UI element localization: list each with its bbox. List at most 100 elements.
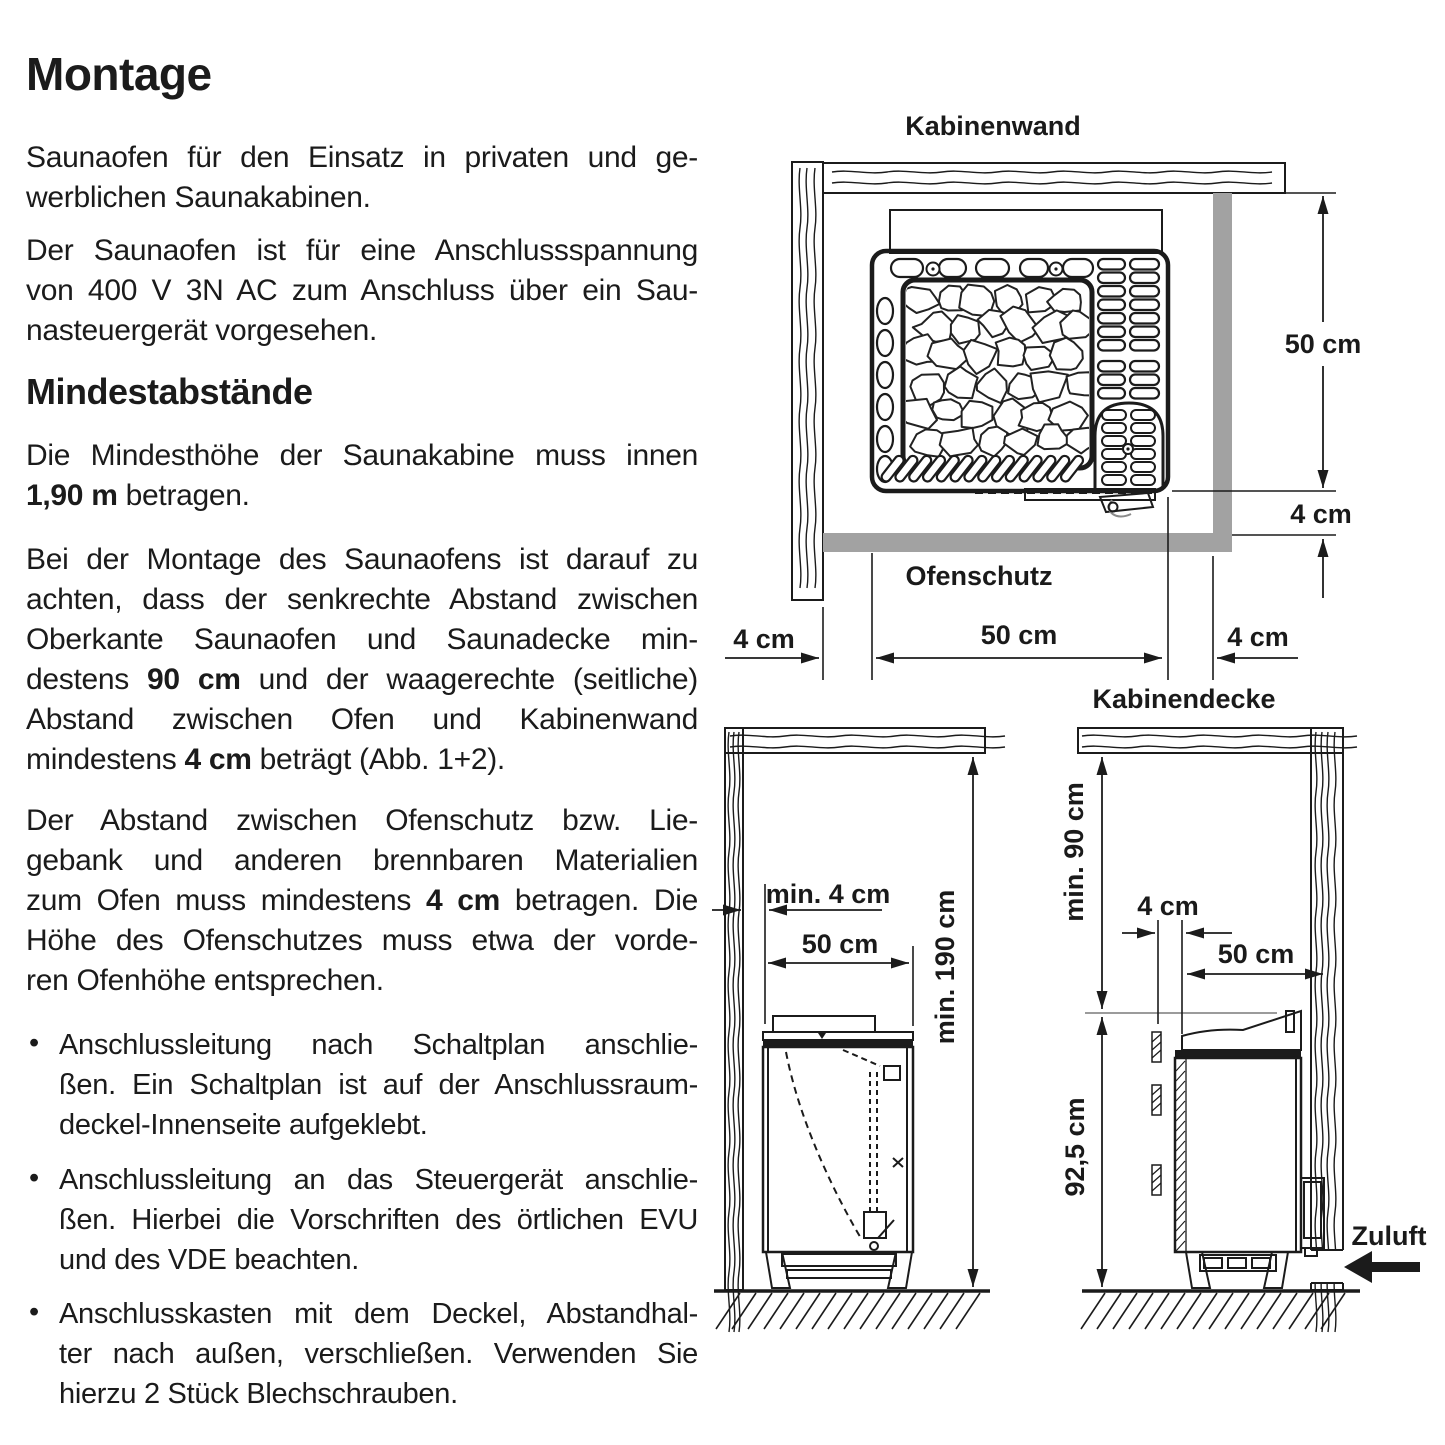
text-segment: mindestens xyxy=(26,743,185,776)
fig1-ofenschutz-label: Ofenschutz xyxy=(905,561,1052,591)
panel-hatch xyxy=(1175,1220,1186,1232)
hatch-line xyxy=(907,1292,933,1330)
text-line: ren Ofenhöhe entsprechen. xyxy=(26,961,698,1001)
text-segment: und der waagerechte (seitliche) xyxy=(240,663,699,696)
vent-slot xyxy=(1096,325,1127,339)
text-line: Anschlusskasten mit dem Deckel, Abstandh… xyxy=(59,1294,698,1334)
lid-notch xyxy=(818,1033,826,1039)
vent-slot xyxy=(1130,422,1156,434)
fig1-top-view: Kabinenwand xyxy=(725,111,1361,680)
bold-text: 90 cm xyxy=(147,663,241,696)
vent-slot xyxy=(875,360,895,390)
text-line: mindestens 4 cm beträgt (Abb. 1+2). xyxy=(26,740,698,780)
vent-slot xyxy=(1128,271,1161,285)
stone xyxy=(960,399,994,429)
wood-grain xyxy=(798,167,1273,589)
panel-hatch xyxy=(1175,1080,1186,1092)
panel-hatch xyxy=(1175,1190,1186,1202)
fig3-dim-min90cm: min. 90 cm xyxy=(1059,782,1089,922)
heater-leg xyxy=(1262,1251,1290,1289)
arrowhead-icon xyxy=(801,652,819,664)
heater-body xyxy=(761,1045,915,1254)
vent-slot xyxy=(1101,435,1127,447)
hatch-line xyxy=(875,1292,901,1330)
board-hatch xyxy=(1151,1049,1162,1059)
board-hatch xyxy=(1151,1041,1162,1051)
bold-text: 1,90 m xyxy=(26,479,118,512)
text-segment: von 400 V 3N AC zum Anschluss über ein S… xyxy=(26,274,698,307)
fig2-ceiling xyxy=(724,727,986,754)
page-title: Montage xyxy=(26,48,212,100)
hatch-line xyxy=(747,1292,773,1330)
arrowhead-icon xyxy=(768,957,786,969)
fig1-back-panel xyxy=(889,209,1163,254)
bullet-item: •Anschlussleitung an das Steuergerät ans… xyxy=(26,1160,698,1280)
screw-icon xyxy=(1054,267,1058,271)
hatch-line xyxy=(1224,1292,1250,1330)
fig1-extension-lines xyxy=(822,192,1336,680)
vent-slot xyxy=(1128,359,1161,373)
vent-slot xyxy=(1128,311,1161,325)
figure-area: Kabinenwand xyxy=(690,96,1445,1346)
vent-slot xyxy=(1096,338,1127,352)
front-panel-hatch xyxy=(1175,1058,1187,1252)
arrowhead-icon xyxy=(967,1269,979,1287)
grain-line xyxy=(805,167,809,589)
panel-hatch xyxy=(1175,1230,1186,1242)
arrowhead-icon xyxy=(1217,652,1235,664)
installation-diagrams: Kabinenwand xyxy=(712,111,1426,1333)
text-line: gebank und anderen brennbaren Materialie… xyxy=(26,841,698,881)
stone xyxy=(909,428,947,458)
stone xyxy=(1065,426,1089,455)
arrowhead-icon xyxy=(1317,196,1329,214)
panel-hatch xyxy=(1175,1180,1186,1192)
vent-slot xyxy=(875,392,895,422)
grain-line xyxy=(831,181,1273,185)
vent-slot xyxy=(1101,422,1127,434)
arrowhead-icon xyxy=(1096,1017,1108,1035)
text-line: zum Ofen muss mindestens 4 cm betragen. … xyxy=(26,881,698,921)
vent-slots xyxy=(875,257,1161,484)
grain-line xyxy=(1320,731,1324,1333)
vent-slot xyxy=(889,257,925,279)
connection-box-inner xyxy=(1303,1181,1322,1239)
text-segment: deckel-Innenseite aufgeklebt. xyxy=(59,1109,428,1141)
text-line: deckel-Innenseite aufgeklebt. xyxy=(59,1105,698,1145)
element-base xyxy=(863,1211,887,1239)
text-line: Oberkante Saunaofen und Saunadecke min- xyxy=(26,620,698,660)
dashed-detail xyxy=(842,1049,881,1067)
text-line: Anschlussleitung an das Steuergerät ansc… xyxy=(59,1160,698,1200)
text-segment: destens xyxy=(26,663,148,696)
vent-slot xyxy=(1096,311,1127,325)
text-segment: ßen. Hierbei die Vorschriften des örtlic… xyxy=(59,1204,698,1236)
connection-box-flap xyxy=(1098,491,1155,514)
vent-slot xyxy=(1130,474,1156,486)
stone xyxy=(1065,371,1089,397)
section-heading: Mindestabstände xyxy=(26,371,313,412)
arrowhead-icon xyxy=(967,757,979,775)
vent-slot xyxy=(1096,373,1127,387)
fig1-heater-frame xyxy=(869,248,1171,494)
text-segment: Der Abstand zwischen Ofenschutz bzw. Lie… xyxy=(26,804,698,837)
arrowhead-icon xyxy=(1096,1269,1108,1287)
panel-hatch xyxy=(1175,1090,1186,1102)
stone xyxy=(1048,336,1084,371)
arrowhead-icon xyxy=(876,652,894,664)
leg-rail xyxy=(786,1269,892,1279)
hatch-line xyxy=(891,1292,917,1330)
text-segment: nasteuergerät vorgesehen. xyxy=(26,314,378,347)
fig2-dimension-arrows xyxy=(712,757,979,1287)
vent-slot xyxy=(1059,454,1085,483)
air-supply-arrow-icon xyxy=(1344,1251,1420,1283)
arrowhead-icon xyxy=(723,904,741,916)
paragraph: Saunaofen für den Einsatz in privaten un… xyxy=(26,138,698,218)
text-line: von 400 V 3N AC zum Anschluss über ein S… xyxy=(26,271,698,311)
stone xyxy=(975,367,1008,405)
ofenschutz-board-section xyxy=(1151,1031,1162,1196)
fig2-dim-min190cm: min. 190 cm xyxy=(930,890,960,1045)
vent-slot xyxy=(1128,284,1161,298)
text-line: Bei der Montage des Saunaofens ist darau… xyxy=(26,540,698,580)
grain-line xyxy=(798,167,802,589)
screw-icon xyxy=(931,267,935,271)
